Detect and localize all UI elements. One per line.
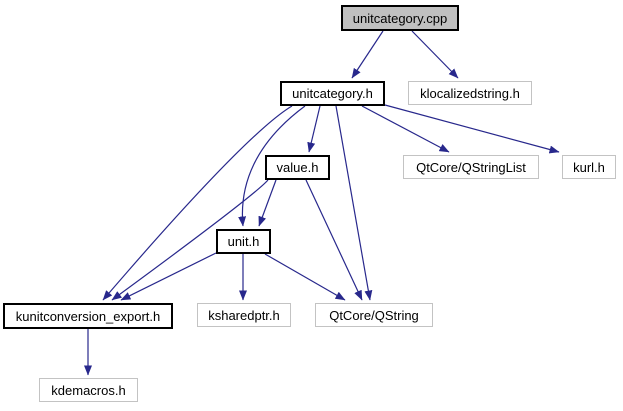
node-unitcategory_cpp: unitcategory.cpp xyxy=(341,5,459,31)
edge-unitcategory_h-to-unit_h xyxy=(238,105,306,227)
node-ksharedptr_h: ksharedptr.h xyxy=(197,303,291,327)
node-klocalizedstring_h: klocalizedstring.h xyxy=(408,81,532,105)
edges-group xyxy=(84,30,560,376)
node-unitcategory_h[interactable]: unitcategory.h xyxy=(280,81,385,106)
edge-value_h-to-unit_h xyxy=(258,179,277,227)
node-kdemacros_h: kdemacros.h xyxy=(39,378,138,402)
edge-unitcategory_cpp-to-unitcategory_h xyxy=(351,30,384,79)
edge-unitcategory_h-to-kunitconversion_export_h xyxy=(102,105,293,301)
edge-unit_h-to-kunitconversion_export_h xyxy=(120,252,217,301)
edge-value_h-to-kunitconversion_export_h xyxy=(111,179,269,301)
edge-unitcategory_cpp-to-klocalizedstring_h xyxy=(411,30,459,79)
node-qtcore_qstring: QtCore/QString xyxy=(315,303,433,327)
node-qtcore_qstringlist: QtCore/QStringList xyxy=(403,155,539,179)
edge-value_h-to-qtcore_qstring xyxy=(305,179,363,301)
edge-unitcategory_h-to-qtcore_qstringlist xyxy=(361,105,450,153)
node-kunitconversion_export_h[interactable]: kunitconversion_export.h xyxy=(3,303,173,329)
edge-unitcategory_h-to-kurl_h xyxy=(384,104,560,154)
edge-unitcategory_h-to-value_h xyxy=(307,105,321,153)
edge-unitcategory_h-to-qtcore_qstring xyxy=(335,105,373,301)
node-unit_h[interactable]: unit.h xyxy=(216,229,271,254)
edge-unit_h-to-qtcore_qstring xyxy=(264,253,346,301)
node-value_h[interactable]: value.h xyxy=(265,155,330,180)
node-kurl_h: kurl.h xyxy=(562,155,616,179)
